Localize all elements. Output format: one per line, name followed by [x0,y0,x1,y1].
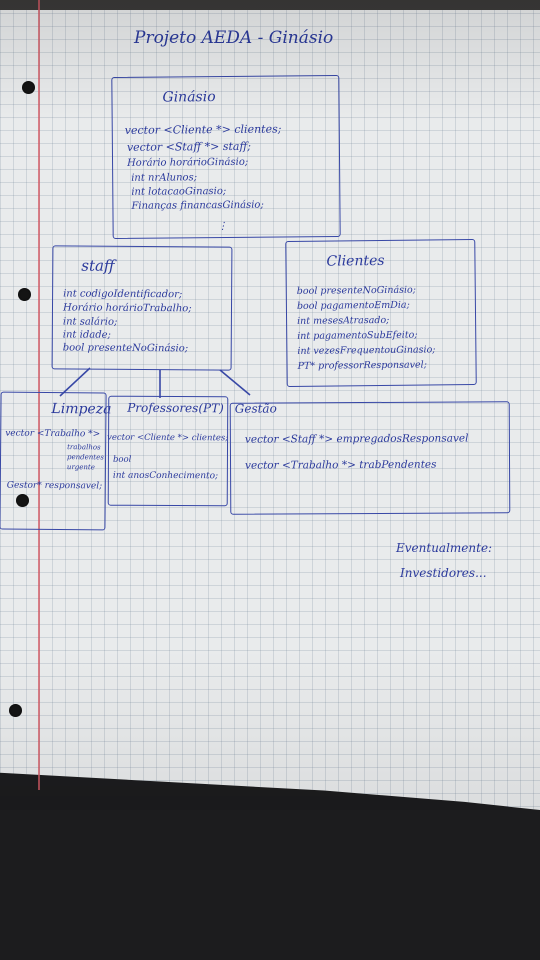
attribute: vector <Trabalho *> trabPendentes [245,458,437,472]
class-limpeza: Limpeza vector <Trabalho *> trabalhos pe… [0,391,112,531]
class-name: staff [81,256,115,275]
attribute: Finanças financasGinásio; [131,199,264,212]
attribute: bool presenteNoGinásio; [296,284,416,297]
attribute: bool [112,454,132,465]
attribute: int lotacaoGinasio; [131,185,227,198]
attribute: Horário horárioTrabalho; [62,302,192,315]
notebook-page [0,0,540,810]
class-gestao: Gestão vector <Staff *> empregadosRespon… [229,401,511,515]
attribute: int codigoIdentificador; [63,288,183,301]
ellipsis-mark: ⋮ [217,220,228,233]
attribute: vector <Cliente *> clientes; [124,122,282,137]
attribute: int salário; [62,316,118,328]
binder-hole [18,288,31,301]
attribute: int pagamentoSubEfeito; [297,329,418,342]
class-professores-pt: Professores(PT) vector <Cliente *> clien… [107,395,229,507]
margin-line [38,0,40,790]
class-name: Professores(PT) [127,400,224,416]
class-clientes: Clientes bool presenteNoGinásio; bool pa… [285,239,477,387]
page-top-edge [0,0,540,10]
class-ginasio: Ginásio vector <Cliente *> clientes; vec… [111,75,341,239]
attribute: int vezesFrequentouGinasio; [297,344,436,357]
attribute: bool presenteNoGinásio; [62,342,189,355]
binder-hole [22,81,35,94]
annotation: trabalhos [67,443,101,452]
binder-hole [16,494,29,507]
class-name: Clientes [326,252,385,270]
class-name: Limpeza [51,400,112,418]
attribute: vector <Cliente *> clientes; [107,432,229,444]
page-title: Projeto AEDA - Ginásio [134,28,334,48]
attribute: int idade; [62,329,111,341]
attribute: int nrAlunos; [131,172,198,184]
class-staff: staff int codigoIdentificador; Horário h… [51,245,233,371]
class-name: Ginásio [162,89,216,106]
class-name: Gestão [234,401,277,416]
attribute: PT* professorResponsavel; [297,359,427,372]
binder-hole [9,704,22,717]
attribute: vector <Trabalho *> [5,428,101,440]
attribute: bool pagamentoEmDia; [296,299,410,312]
attribute: vector <Staff *> staff; [126,139,252,154]
attribute: int anosConhecimento; [112,470,219,482]
attribute: vector <Staff *> empregadosResponsavel [244,432,469,446]
attribute: Horário horárioGinásio; [127,156,249,169]
annotation: pendentes [66,453,104,462]
note-eventualmente: Eventualmente: [396,541,493,555]
note-investidores: Investidores... [400,566,487,580]
annotation: urgente [66,463,95,472]
attribute: int mesesAtrasado; [297,314,390,327]
attribute: Gestor* responsavel; [6,480,103,492]
